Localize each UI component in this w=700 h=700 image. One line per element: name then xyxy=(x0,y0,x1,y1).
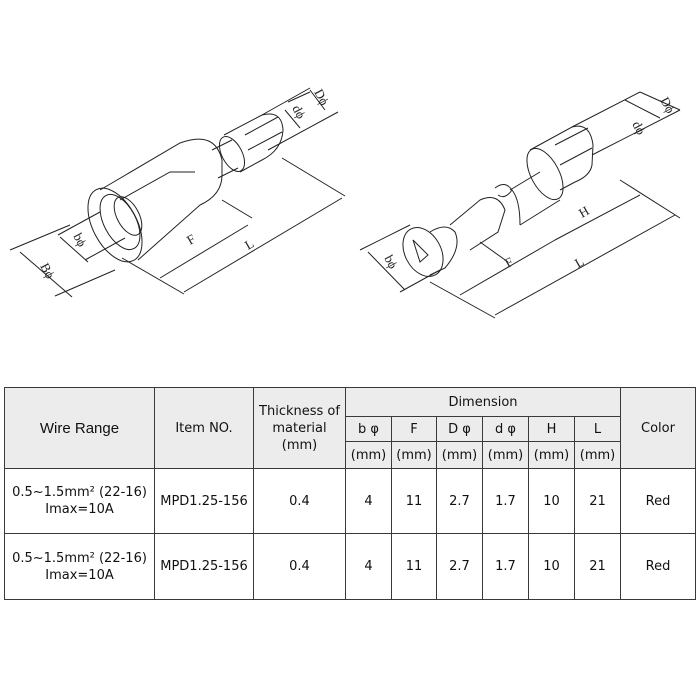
header-wire-range: Wire Range xyxy=(4,387,155,469)
table-row: 0.5~1.5mm² (22-16) Imax=10A MPD1.25-156 … xyxy=(4,533,696,600)
header-thickness: Thickness of material (mm) xyxy=(253,387,346,469)
cell-F: 11 xyxy=(391,468,437,534)
male-connector-drawing: bϕ F H L Dϕ dϕ xyxy=(359,91,681,319)
specification-table: Wire Range Item NO. Thickness of materia… xyxy=(4,387,696,600)
header-thickness-line3: (mm) xyxy=(281,437,318,453)
cell-L: 21 xyxy=(574,533,621,600)
cell-d: 1.7 xyxy=(482,468,529,534)
svg-text:dϕ: dϕ xyxy=(289,102,309,121)
cell-thickness: 0.4 xyxy=(253,468,346,534)
header-dimension: Dimension xyxy=(345,387,621,417)
header-dim-b: b φ xyxy=(345,416,392,442)
cell-color: Red xyxy=(620,468,696,534)
header-dim-L: L xyxy=(574,416,621,442)
header-thickness-line2: material xyxy=(272,420,327,436)
cell-color: Red xyxy=(620,533,696,600)
cell-wire-range: 0.5~1.5mm² (22-16) Imax=10A xyxy=(4,533,155,600)
svg-text:H: H xyxy=(576,203,592,221)
female-connector-drawing: Bϕ bϕ F L Dϕ dϕ xyxy=(9,86,346,298)
unit-L: (mm) xyxy=(574,441,621,469)
svg-text:F: F xyxy=(502,254,516,271)
table-row: 0.5~1.5mm² (22-16) Imax=10A MPD1.25-156 … xyxy=(4,468,696,534)
svg-text:bϕ: bϕ xyxy=(381,252,401,271)
cell-wire-range: 0.5~1.5mm² (22-16) Imax=10A xyxy=(4,468,155,534)
svg-text:dϕ: dϕ xyxy=(629,118,649,137)
technical-drawings: Bϕ bϕ F L Dϕ dϕ bϕ F H L Dϕ dϕ xyxy=(9,86,681,319)
cell-L: 21 xyxy=(574,468,621,534)
cell-F: 11 xyxy=(391,533,437,600)
cell-item-no: MPD1.25-156 xyxy=(154,468,254,534)
header-dim-F: F xyxy=(391,416,437,442)
unit-b: (mm) xyxy=(345,441,392,469)
cell-item-no: MPD1.25-156 xyxy=(154,533,254,600)
svg-text:bϕ: bϕ xyxy=(70,230,90,249)
header-dim-H: H xyxy=(528,416,575,442)
unit-H: (mm) xyxy=(528,441,575,469)
cell-b: 4 xyxy=(345,533,392,600)
cell-D: 2.7 xyxy=(436,533,483,600)
svg-text:Dϕ: Dϕ xyxy=(311,86,332,108)
cell-H: 10 xyxy=(528,468,575,534)
cell-thickness: 0.4 xyxy=(253,533,346,600)
wire-range-line2: Imax=10A xyxy=(45,567,114,583)
header-item-no: Item NO. xyxy=(154,387,254,469)
wire-range-line1: 0.5~1.5mm² (22-16) xyxy=(12,485,147,500)
unit-D: (mm) xyxy=(436,441,483,469)
header-thickness-line1: Thickness of xyxy=(259,403,340,419)
cell-D: 2.7 xyxy=(436,468,483,534)
header-color: Color xyxy=(620,387,696,469)
wire-range-line2: Imax=10A xyxy=(45,502,114,517)
cell-d: 1.7 xyxy=(482,533,529,600)
cell-H: 10 xyxy=(528,533,575,600)
cell-b: 4 xyxy=(345,468,392,534)
svg-text:L: L xyxy=(572,254,586,271)
svg-text:Dϕ: Dϕ xyxy=(657,94,678,116)
header-dim-D: D φ xyxy=(436,416,483,442)
wire-range-line1: 0.5~1.5mm² (22-16) xyxy=(12,550,147,566)
unit-d: (mm) xyxy=(482,441,529,469)
svg-text:F: F xyxy=(184,231,198,248)
unit-F: (mm) xyxy=(391,441,437,469)
svg-text:Bϕ: Bϕ xyxy=(37,260,58,281)
header-dim-d: d φ xyxy=(482,416,529,442)
